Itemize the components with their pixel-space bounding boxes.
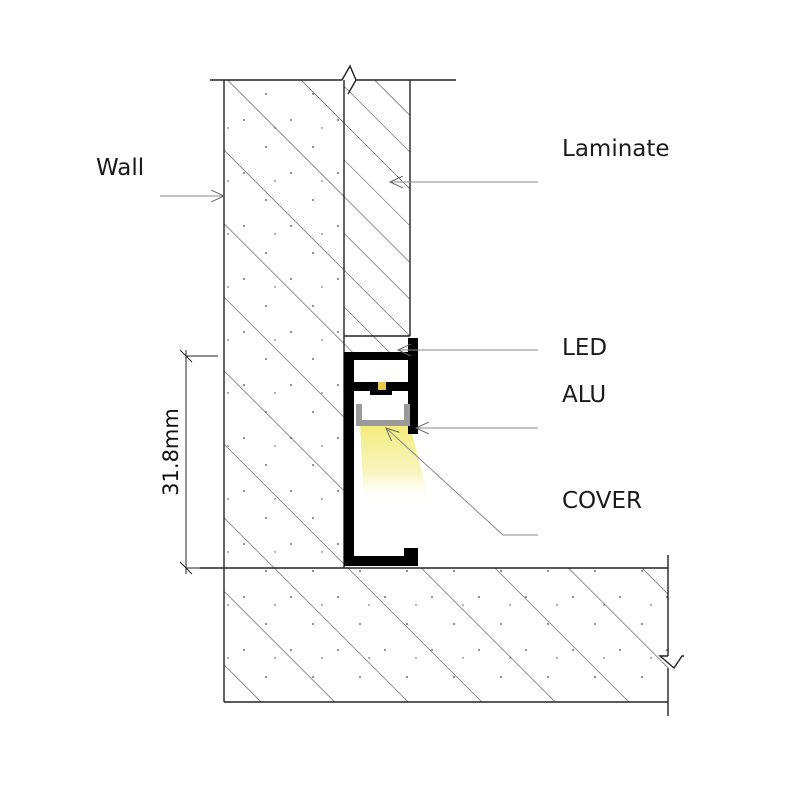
wall-label: Wall bbox=[96, 155, 144, 181]
alu-label: ALU bbox=[562, 382, 606, 408]
leader-lines bbox=[160, 182, 538, 536]
height-dimension bbox=[179, 349, 218, 575]
height-dimension-label: 31.8mm bbox=[159, 408, 183, 496]
top-break-line bbox=[210, 64, 456, 95]
wall-section bbox=[223, 80, 345, 568]
laminate-label: Laminate bbox=[562, 136, 670, 162]
led-chip bbox=[378, 382, 386, 390]
diffuser-cover bbox=[356, 404, 410, 426]
laminate-section bbox=[344, 80, 411, 354]
light-beam bbox=[360, 425, 430, 505]
cover-label: COVER bbox=[562, 488, 642, 514]
led-label: LED bbox=[562, 335, 607, 361]
floor-section bbox=[200, 555, 684, 716]
